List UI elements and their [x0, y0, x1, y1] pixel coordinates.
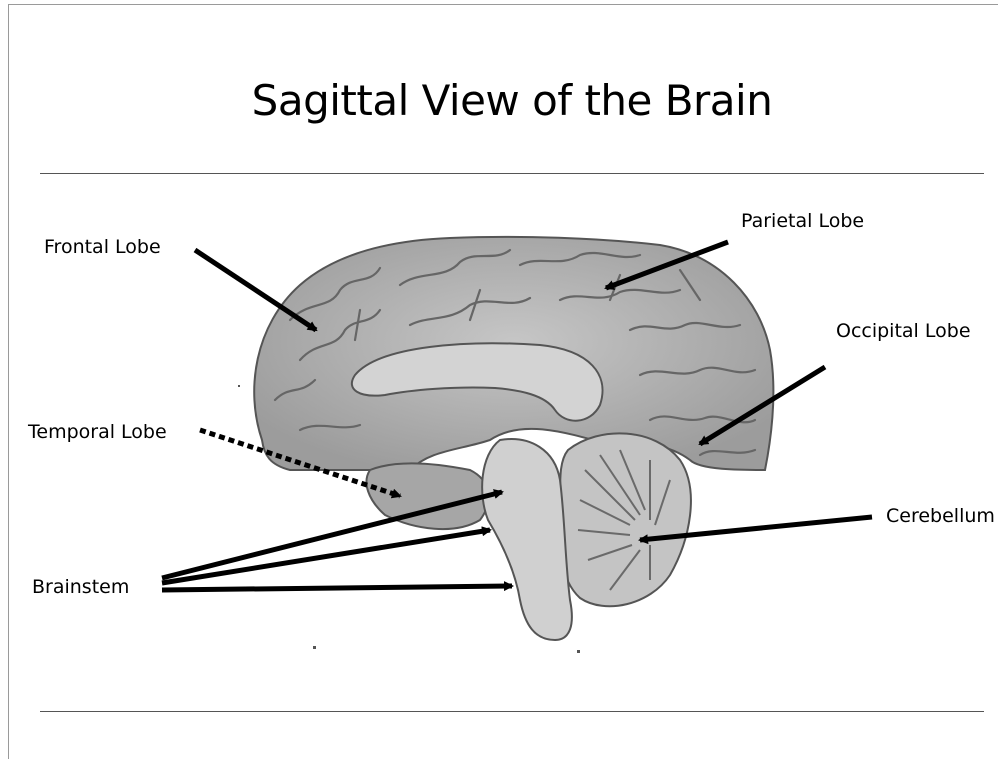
brainstem-shape [482, 439, 572, 640]
label-occipital-lobe: Occipital Lobe [836, 320, 971, 342]
brainstem-arrow-lower [162, 586, 512, 590]
label-temporal-lobe: Temporal Lobe [28, 421, 167, 443]
speck [313, 646, 316, 649]
label-cerebellum: Cerebellum [886, 505, 995, 527]
footer-divider [40, 711, 984, 712]
label-frontal-lobe: Frontal Lobe [44, 236, 161, 258]
label-brainstem: Brainstem [32, 576, 129, 598]
label-parietal-lobe: Parietal Lobe [741, 210, 864, 232]
speck [577, 650, 580, 653]
speck [238, 385, 240, 387]
